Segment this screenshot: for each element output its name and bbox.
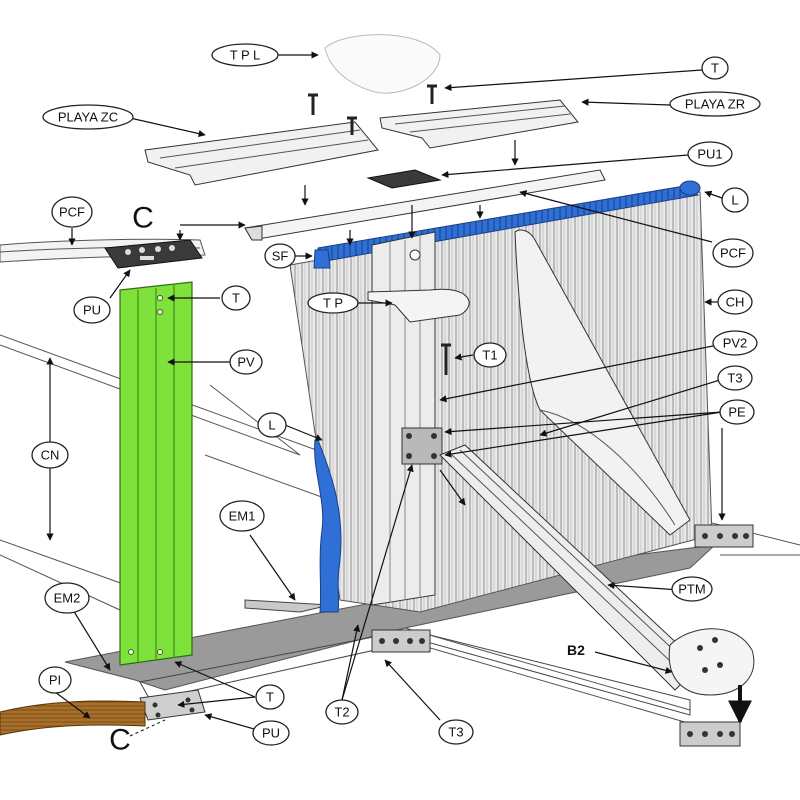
label-em1: EM1 xyxy=(219,500,265,532)
plate-pu1 xyxy=(366,169,442,189)
label-tpl: T P L xyxy=(211,43,279,67)
label-t1: T1 xyxy=(473,342,507,368)
svg-text:PLAYA ZR: PLAYA ZR xyxy=(685,97,745,112)
svg-text:T1: T1 xyxy=(482,348,497,363)
label-sf: SF xyxy=(264,243,296,269)
svg-text:T: T xyxy=(266,690,274,705)
label-ptm: PTM xyxy=(671,576,713,602)
label-t3-right: T3 xyxy=(717,365,753,391)
label-c-top: C xyxy=(132,202,154,235)
label-l-top: L xyxy=(721,187,749,213)
support-strut xyxy=(514,229,691,536)
liner-blue-hanging xyxy=(314,439,342,613)
cap-playa-zc xyxy=(144,121,379,186)
svg-text:L: L xyxy=(731,193,738,208)
label-l-mid: L xyxy=(257,412,287,438)
label-t2: T2 xyxy=(325,699,359,725)
label-cn: CN xyxy=(31,441,69,469)
label-t-mid: T xyxy=(221,285,251,311)
svg-text:PCF: PCF xyxy=(720,246,746,261)
plate-pu-top xyxy=(104,239,203,269)
svg-text:T: T xyxy=(711,61,719,76)
svg-text:T3: T3 xyxy=(727,371,742,386)
base-bracket-t3-front xyxy=(679,721,741,747)
svg-text:PU1: PU1 xyxy=(697,147,722,162)
top-rail-end xyxy=(244,225,263,241)
c-connector-dashes xyxy=(129,719,166,737)
base-bracket-t3-bottom xyxy=(371,629,431,653)
svg-text:PTM: PTM xyxy=(678,582,705,597)
screw-zc-2 xyxy=(347,116,357,135)
label-ch: CH xyxy=(717,289,753,315)
label-pv: PV xyxy=(229,349,263,375)
svg-text:CN: CN xyxy=(41,448,60,463)
svg-text:EM2: EM2 xyxy=(54,591,81,606)
svg-text:T P L: T P L xyxy=(230,48,261,63)
label-em2: EM2 xyxy=(44,582,90,614)
cover-tpl xyxy=(324,34,441,94)
foot-plate-b2 xyxy=(668,628,755,696)
svg-text:PU: PU xyxy=(83,303,101,318)
label-t-bottom: T xyxy=(255,684,285,710)
plate-pu-bottom xyxy=(139,689,206,721)
svg-text:T: T xyxy=(232,291,240,306)
svg-text:PV2: PV2 xyxy=(723,336,748,351)
label-pi: PI xyxy=(38,666,72,694)
label-pu-bottom: PU xyxy=(252,720,290,746)
label-playa-zr: PLAYA ZR xyxy=(669,91,761,117)
svg-text:PI: PI xyxy=(49,673,61,688)
label-pv2: PV2 xyxy=(712,330,758,356)
label-tp: T P xyxy=(307,292,359,314)
label-playa-zc: PLAYA ZC xyxy=(42,104,134,130)
top-plate-tp xyxy=(367,288,470,323)
screw-zr xyxy=(427,84,437,104)
svg-text:PU: PU xyxy=(262,726,280,741)
label-pu1: PU1 xyxy=(687,141,733,167)
label-c-bottom: C xyxy=(109,724,131,757)
label-t-top: T xyxy=(701,56,729,80)
label-b2: B2 xyxy=(567,642,585,658)
sf-end-cap xyxy=(313,249,331,269)
base-bracket-t3-right xyxy=(694,524,754,548)
label-pe: PE xyxy=(719,399,755,425)
svg-text:T P: T P xyxy=(323,296,343,311)
coping-end xyxy=(679,180,701,196)
svg-text:EM1: EM1 xyxy=(229,509,256,524)
svg-text:SF: SF xyxy=(272,249,289,264)
connector-plate-pe xyxy=(401,427,443,465)
svg-text:T3: T3 xyxy=(448,725,463,740)
label-t3-bottom: T3 xyxy=(438,719,474,745)
svg-text:PCF: PCF xyxy=(59,205,85,220)
svg-text:T2: T2 xyxy=(334,705,349,720)
svg-text:PLAYA ZC: PLAYA ZC xyxy=(58,110,118,125)
label-pu-top: PU xyxy=(73,296,111,324)
screw-t1 xyxy=(441,343,451,375)
svg-text:L: L xyxy=(268,418,275,433)
svg-text:PE: PE xyxy=(728,405,746,420)
screw-zc-1 xyxy=(308,93,318,115)
leader-lines xyxy=(46,51,726,734)
svg-text:CH: CH xyxy=(726,295,745,310)
upright-pv-green xyxy=(119,281,193,666)
label-pcf-left: PCF xyxy=(51,196,93,228)
em1-seam xyxy=(244,599,331,613)
svg-text:PV: PV xyxy=(237,355,255,370)
label-pcf-right: PCF xyxy=(712,238,754,268)
upright-pv2 xyxy=(371,231,436,606)
wood-rail-pi xyxy=(0,700,146,736)
